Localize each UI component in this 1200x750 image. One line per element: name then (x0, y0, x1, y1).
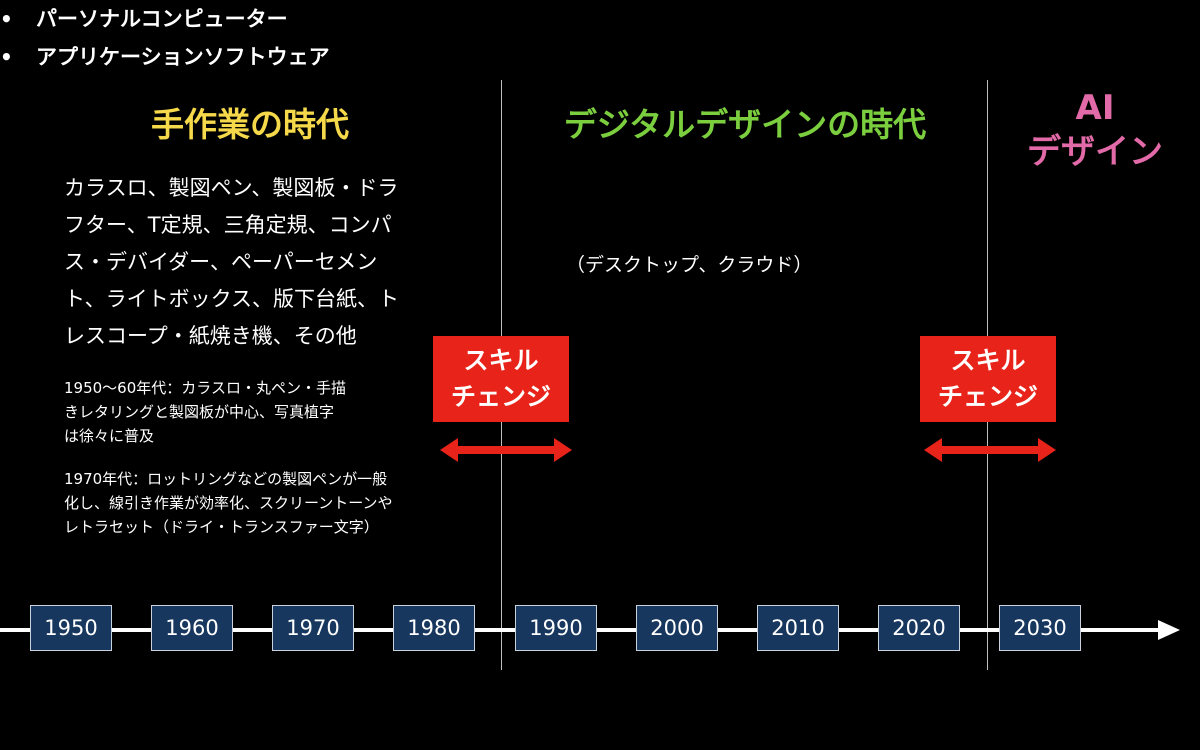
skill-change-box-1: スキル チェンジ (433, 336, 569, 422)
manual-note-1950s: 1950〜60年代：カラスロ・丸ペン・手描 きレタリングと製図板が中心、写真植字… (64, 376, 449, 448)
note-line: は徐々に普及 (64, 427, 155, 445)
digital-bullet-list: • パーソナルコンピューター • アプリケーションソフトウェア (0, 0, 420, 76)
note-line: きレタリングと製図板が中心、写真植字 (64, 403, 335, 421)
bullet-icon: • (0, 45, 13, 69)
digital-bullet-item: • アプリケーションソフトウェア (0, 38, 420, 76)
year-box-1990: 1990 (515, 605, 597, 651)
double-arrow-icon (440, 438, 572, 462)
digital-sub-note: （デスクトップ、クラウド） (566, 254, 813, 276)
digital-era-title: デジタルデザインの時代 (563, 105, 927, 144)
bullet-text: パーソナルコンピューター (36, 7, 288, 31)
manual-tools-line: ト、ライトボックス、版下台紙、ト (64, 287, 399, 311)
year-box-2020: 2020 (878, 605, 960, 651)
bullet-icon: • (0, 7, 13, 31)
note-line: 化し、線引き作業が効率化、スクリーントーンや (64, 494, 393, 512)
skill-change-box-2: スキル チェンジ (920, 336, 1056, 422)
year-box-2010: 2010 (757, 605, 839, 651)
manual-tools-line: カラスロ、製図ペン、製図板・ドラ (64, 176, 399, 200)
manual-tools-line: レスコープ・紙焼き機、その他 (64, 324, 357, 348)
skill-change-line: スキル (950, 346, 1026, 375)
ai-title-line: AI (1075, 88, 1115, 128)
bullet-text: アプリケーションソフトウェア (36, 45, 330, 69)
note-line: レトラセット（ドライ・トランスファー文字） (64, 518, 379, 536)
arrow-right-icon (1158, 620, 1180, 640)
manual-tools-line: フター、T定規、三角定規、コンパ (64, 213, 392, 237)
ai-era-title: AI デザイン (995, 86, 1195, 174)
note-line: 1950〜60年代：カラスロ・丸ペン・手描 (64, 379, 346, 397)
skill-change-line: スキル (463, 346, 539, 375)
manual-tools-line: ス・デバイダー、ペーパーセメン (64, 250, 378, 274)
manual-tools-list: カラスロ、製図ペン、製図板・ドラ フター、T定規、三角定規、コンパ ス・デバイダ… (64, 170, 449, 355)
skill-change-line: チェンジ (937, 382, 1038, 411)
year-box-2030: 2030 (999, 605, 1081, 651)
year-box-2000: 2000 (636, 605, 718, 651)
year-box-1950: 1950 (30, 605, 112, 651)
manual-era-title: 手作業の時代 (151, 105, 349, 144)
digital-bullet-item: • パーソナルコンピューター (0, 0, 420, 38)
ai-title-line: デザイン (1027, 132, 1163, 172)
year-box-1970: 1970 (272, 605, 354, 651)
double-arrow-icon (924, 438, 1056, 462)
note-line: 1970年代：ロットリングなどの製図ペンが一般 (64, 470, 388, 488)
manual-note-1970s: 1970年代：ロットリングなどの製図ペンが一般 化し、線引き作業が効率化、スクリ… (64, 467, 449, 539)
skill-change-line: チェンジ (450, 382, 551, 411)
year-box-1980: 1980 (393, 605, 475, 651)
year-box-1960: 1960 (151, 605, 233, 651)
